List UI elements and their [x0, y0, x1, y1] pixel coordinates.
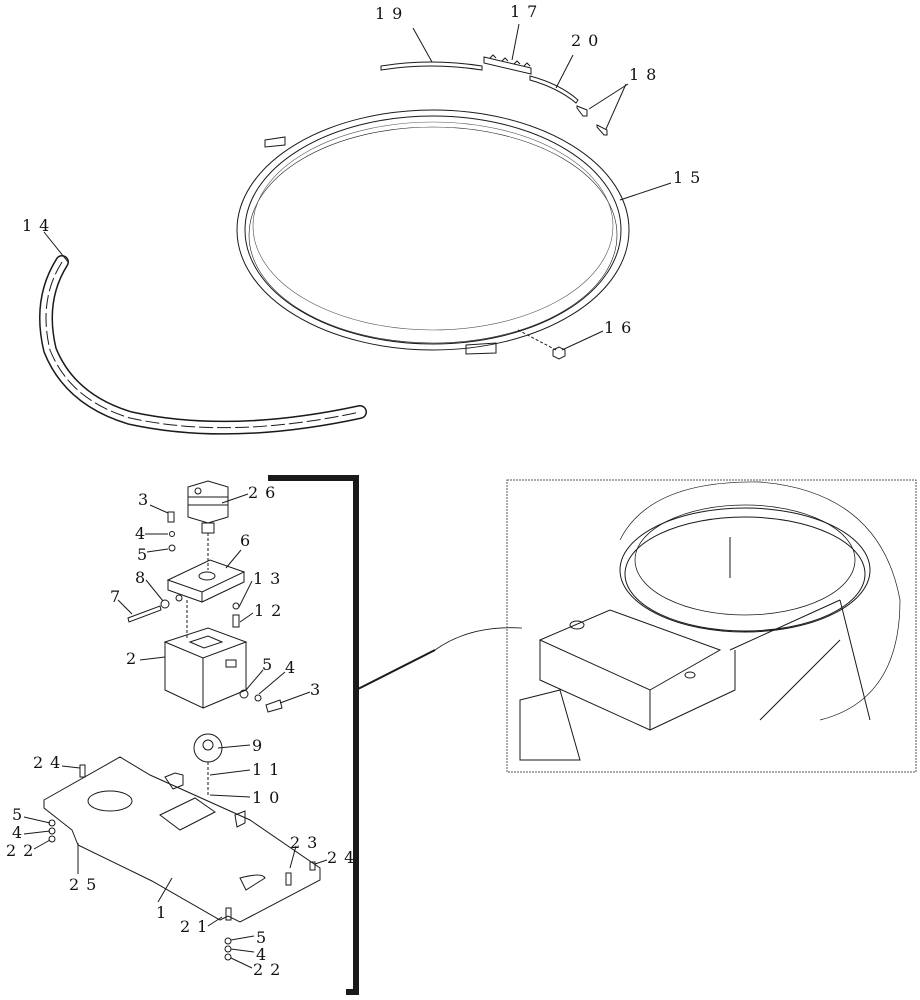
part-14-chain — [39, 231, 367, 435]
assembly-bracket — [268, 475, 523, 995]
callout-10: 10 — [252, 788, 287, 807]
callout-3b: 3 — [310, 680, 328, 699]
callout-16: 16 — [604, 318, 639, 337]
callout-3: 3 — [138, 490, 156, 509]
callout-23: 23 — [290, 833, 325, 852]
callout-11: 11 — [252, 760, 287, 779]
callout-9: 9 — [252, 736, 270, 755]
inset-machine-view — [506, 479, 917, 773]
callout-4c: 4 — [12, 823, 30, 842]
callout-4e: 4 — [256, 945, 274, 964]
callout-20: 20 — [571, 31, 606, 50]
callout-18: 18 — [629, 65, 664, 84]
callout-15: 15 — [673, 168, 708, 187]
callout-22: 22 — [6, 841, 41, 860]
callout-8: 8 — [135, 568, 153, 587]
callout-22b: 22 — [253, 960, 288, 979]
callout-5c: 5 — [12, 805, 30, 824]
callout-26: 26 — [248, 483, 283, 502]
callout-21: 21 — [180, 917, 215, 936]
part-2-housing — [139, 600, 248, 709]
callout-19: 19 — [375, 4, 410, 23]
callout-14: 14 — [22, 216, 57, 235]
fasteners — [23, 504, 328, 969]
callout-6: 6 — [240, 531, 258, 550]
part-19-strip — [380, 27, 483, 71]
part-17-toothed-segment — [483, 23, 532, 75]
callout-4b: 4 — [285, 658, 303, 677]
part-9-sprocket — [193, 733, 251, 798]
part-16-nut — [552, 330, 604, 360]
part-18-brackets — [576, 83, 629, 136]
part-20-strip — [529, 54, 579, 104]
callout-2: 2 — [126, 649, 144, 668]
callout-5: 5 — [137, 545, 155, 564]
callout-5d: 5 — [256, 928, 274, 947]
callout-24b: 24 — [327, 848, 362, 867]
callout-7: 7 — [110, 587, 128, 606]
part-26-hydraulic-motor — [187, 480, 249, 570]
part-6-mounting-plate — [166, 549, 246, 603]
callout-25: 25 — [69, 875, 104, 894]
callout-13: 13 — [253, 569, 288, 588]
callout-12: 12 — [254, 601, 289, 620]
callout-24: 24 — [33, 753, 68, 772]
callout-4: 4 — [135, 524, 153, 543]
callout-1: 1 — [156, 903, 174, 922]
callout-5b: 5 — [262, 655, 280, 674]
callout-17: 17 — [510, 2, 545, 21]
part-1-base-plate — [43, 756, 321, 923]
part-15-ring — [236, 109, 672, 355]
